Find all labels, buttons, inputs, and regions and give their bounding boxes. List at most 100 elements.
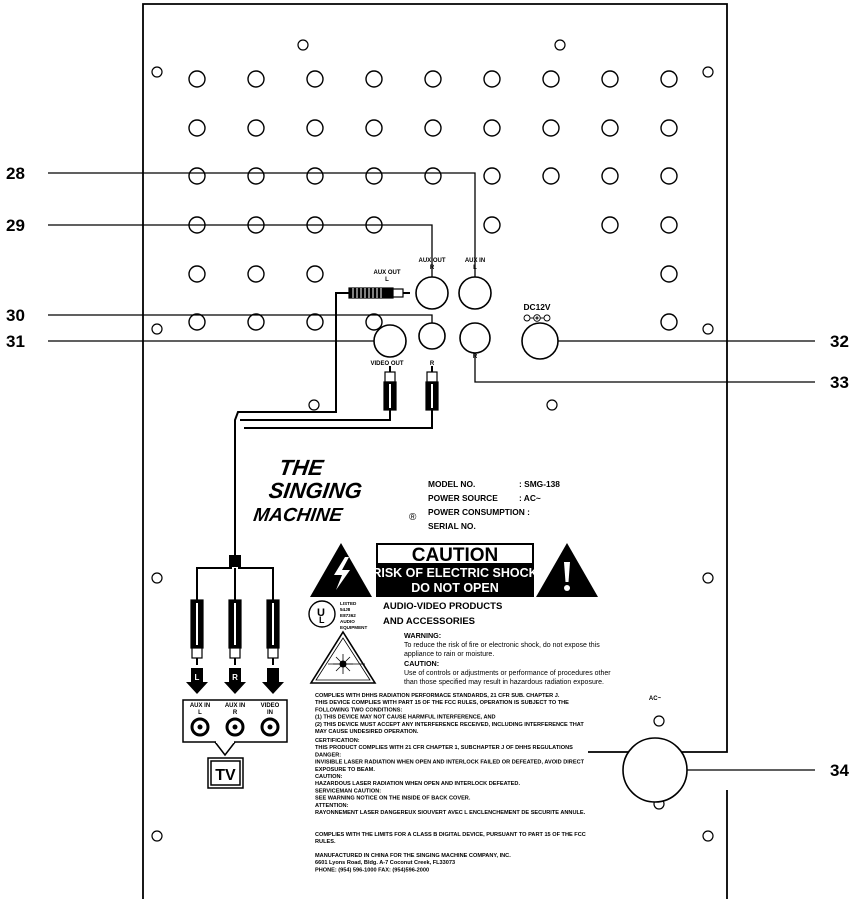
ul-code1: 54J8 [340, 607, 351, 612]
certification-line: THIS PRODUCT COMPLIES WITH 21 CFR CHAPTE… [315, 745, 573, 751]
certification-text: CERTIFICATION:THIS PRODUCT COMPLIES WITH… [315, 738, 586, 816]
rca-plugs [190, 599, 280, 665]
callout-32: 32 [830, 332, 849, 351]
ac-label: AC~ [649, 696, 662, 702]
certification-line: DANGER: [315, 752, 341, 758]
svg-text:L: L [319, 615, 325, 625]
compliance-line: COMPLIES WITH DHHS RADIATION PERFORMACE … [315, 693, 560, 699]
screw-hole [702, 323, 714, 335]
class-b-line: COMPLIES WITH THE LIMITS FOR A CLASS B D… [315, 832, 586, 838]
screw-hole [702, 572, 714, 584]
vent-hole [188, 167, 206, 185]
vent-hole [247, 119, 265, 137]
serial-no-label: SERIAL NO. [428, 521, 476, 531]
tv-input-panel [182, 699, 288, 789]
power-consumption-label: POWER CONSUMPTION : [428, 507, 530, 517]
vent-hole [306, 70, 324, 88]
caution-line1: RISK OF ELECTRIC SHOCK [372, 566, 537, 580]
screw-hole [653, 715, 665, 727]
vent-hole [660, 167, 678, 185]
screw-hole [297, 39, 309, 51]
aux-in-l-jack[interactable] [458, 276, 492, 310]
vent-hole [483, 119, 501, 137]
video-out-label: VIDEO OUT [370, 361, 403, 367]
logo-registered-mark: ® [409, 512, 417, 523]
caution-text-title: CAUTION: [404, 659, 439, 668]
screw-hole [308, 399, 320, 411]
vent-hole [247, 313, 265, 331]
cable-wires [196, 292, 433, 600]
video-plugs [383, 366, 439, 411]
screw-hole [546, 399, 558, 411]
vent-hole [188, 119, 206, 137]
callout-29: 29 [6, 216, 25, 235]
r-label-right: R [473, 354, 478, 360]
logo-line1: THE [278, 455, 327, 480]
manufacturer-text: MANUFACTURED IN CHINA FOR THE SINGING MA… [315, 853, 511, 873]
compliance-line: FOLLOWING TWO CONDITIONS: [315, 707, 402, 713]
certification-line: CAUTION: [315, 774, 342, 780]
vent-hole [188, 313, 206, 331]
power-source-label: POWER SOURCE [428, 493, 498, 503]
ul-equipment: EQUIPMENT [340, 625, 368, 630]
ul-listed: LISTED [340, 601, 357, 606]
av-products-line2: AND ACCESSORIES [383, 616, 475, 627]
plug-l-label: L [195, 673, 200, 682]
caution-banner [310, 543, 598, 597]
mounting-holes [151, 39, 714, 842]
callout-30: 30 [6, 306, 25, 325]
vent-hole [660, 216, 678, 234]
cable-splitter [229, 555, 241, 567]
video-out-jack[interactable] [373, 324, 407, 358]
manufacturer-line: MANUFACTURED IN CHINA FOR THE SINGING MA… [315, 853, 511, 859]
vent-hole [247, 167, 265, 185]
vent-hole [483, 167, 501, 185]
screw-hole [151, 830, 163, 842]
vent-hole [601, 119, 619, 137]
vent-hole [542, 70, 560, 88]
av-products-line1: AUDIO-VIDEO PRODUCTS [383, 601, 502, 612]
vent-hole [660, 70, 678, 88]
callout-34: 34 [830, 761, 849, 780]
warning-line1: To reduce the risk of fire or electronic… [404, 642, 600, 649]
aux-in-r-jack[interactable] [459, 322, 491, 354]
vent-hole [365, 313, 383, 331]
plug-r-label: R [232, 673, 238, 682]
vent-hole [660, 313, 678, 331]
dc12v-jack[interactable] [521, 322, 559, 360]
callout-28: 28 [6, 164, 25, 183]
vent-hole [424, 119, 442, 137]
vent-hole [424, 167, 442, 185]
logo-line2: SINGING [267, 478, 363, 503]
vent-hole [601, 70, 619, 88]
certification-line: RAYONNEMENT LASER DANGEREUX SIOUVERT AVE… [315, 810, 586, 816]
r-label-left: R [430, 361, 435, 367]
screw-hole [702, 830, 714, 842]
vent-hole [601, 216, 619, 234]
ac-power-inlet[interactable] [622, 737, 688, 803]
vent-hole [601, 167, 619, 185]
callout-33: 33 [830, 373, 849, 392]
aux-out-r-jack[interactable] [415, 276, 449, 310]
class-b-line: RULES. [315, 839, 336, 845]
screw-hole [151, 572, 163, 584]
certification-line: HAZARDOUS LASER RADIATION WHEN OPEN AND … [315, 781, 520, 787]
tv-label: TV [215, 767, 236, 784]
model-no-label: MODEL NO. [428, 479, 475, 489]
power-source-value: : AC~ [519, 493, 541, 503]
certification-line: SERVICEMAN CAUTION: [315, 788, 381, 794]
compliance-line: MAY CAUSE UNDESIRED OPERATION. [315, 729, 419, 735]
aux-out-r-lower-jack[interactable] [418, 322, 446, 350]
manufacturer-line: 6601 Lyons Road, Bldg. A-7 Coconut Creek… [315, 860, 455, 866]
vent-hole [365, 70, 383, 88]
vent-hole [424, 70, 442, 88]
compliance-line: (1) THIS DEVICE MAY NOT CAUSE HARMFUL IN… [315, 715, 496, 721]
vent-hole [483, 70, 501, 88]
